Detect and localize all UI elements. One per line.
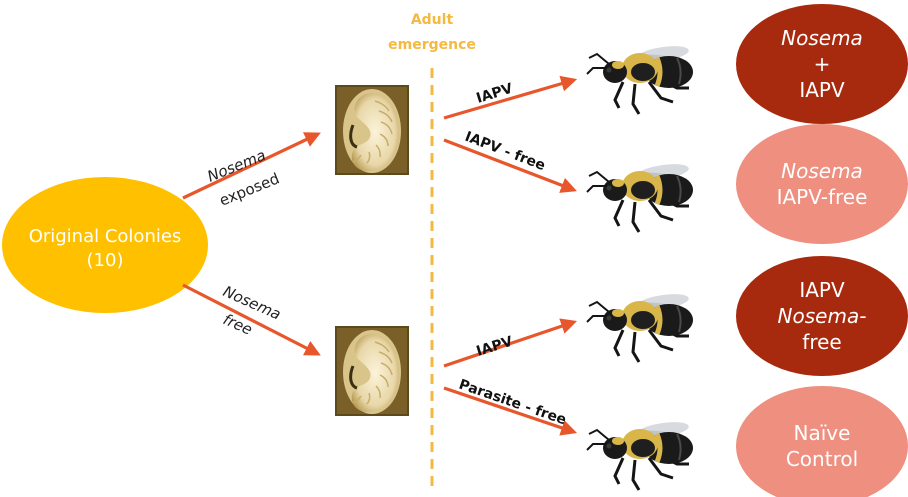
- outcome-4-line-2: Control: [786, 447, 858, 471]
- emergence-label-line2: emergence: [388, 37, 476, 53]
- outcome-3-line-3: free: [802, 330, 841, 354]
- bumblebee-image: [587, 291, 693, 362]
- larva-cell-image: [335, 85, 409, 175]
- bumblebee-image: [587, 419, 693, 490]
- outcome-3-line-1: IAPV: [799, 278, 845, 302]
- treatment-label-parasite-free: Parasite - free: [457, 377, 569, 429]
- outcome-3-line-2: Nosema-: [778, 304, 867, 328]
- emergence-label-line1: Adult: [411, 12, 454, 28]
- bumblebee-image: [587, 161, 693, 232]
- outcome-2-line-1: Nosema: [781, 159, 863, 183]
- treatment-label-iapv-2: IAPV: [474, 334, 514, 360]
- outcome-node-2: [736, 124, 908, 244]
- larva-cell-image: [335, 326, 409, 416]
- original-colonies-count: (10): [87, 250, 124, 271]
- outcome-4-line-1: Naïve: [794, 421, 851, 445]
- outcome-2-line-2: IAPV-free: [777, 185, 868, 209]
- outcome-1-line-1: Nosema: [781, 26, 863, 50]
- branch-free-bottom: free: [220, 310, 255, 339]
- outcome-1-line-2: +: [814, 52, 831, 76]
- bumblebee-image: [587, 43, 693, 114]
- outcome-group: Nosema+IAPVNosemaIAPV-freeIAPVNosema-fre…: [736, 4, 908, 497]
- original-colonies-label: Original Colonies: [29, 226, 182, 247]
- outcome-1-line-3: IAPV: [799, 78, 845, 102]
